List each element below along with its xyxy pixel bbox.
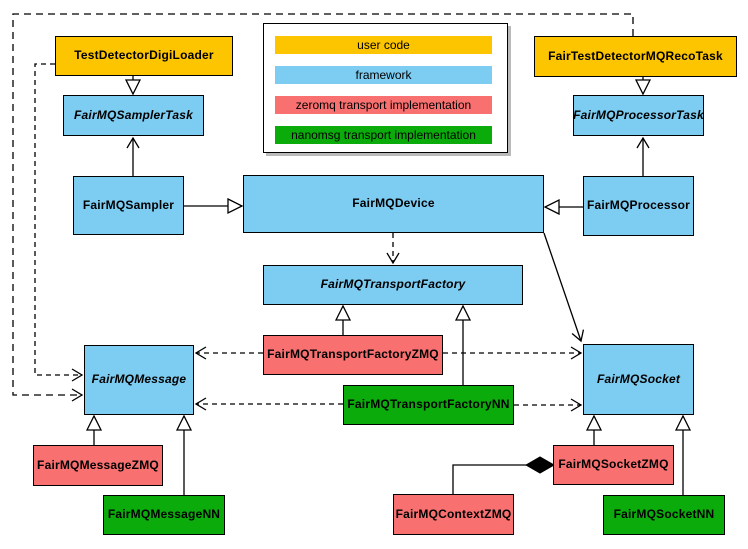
class-fairmqprocessortask: FairMQProcessorTask	[573, 95, 704, 136]
class-fairmqmessagenn: FairMQMessageNN	[103, 495, 225, 535]
edge-device-uses-socket	[543, 232, 585, 343]
class-fairmqmessage: FairMQMessage	[84, 345, 194, 415]
edge-loader-depends-message	[34, 63, 84, 382]
class-testdetectordigiloader: TestDetectorDigiLoader	[55, 36, 233, 76]
legend: user code framework zeromq transport imp…	[263, 23, 508, 153]
class-fairmqdevice: FairMQDevice	[243, 175, 544, 233]
class-fairmqsocket: FairMQSocket	[583, 344, 694, 415]
class-fairmqtransportfactoryzmq: FairMQTransportFactoryZMQ	[263, 335, 443, 375]
legend-item-nanomsg: nanomsg transport implementation	[275, 126, 492, 144]
class-fairmqtransportfactorynn: FairMQTransportFactoryNN	[343, 385, 514, 425]
class-fairmqtransportfactory: FairMQTransportFactory	[263, 265, 523, 305]
class-fairmqsamplertask: FairMQSamplerTask	[63, 95, 204, 136]
legend-item-user-code: user code	[275, 36, 492, 54]
class-fairtestdetectormqrecotask: FairTestDetectorMQRecoTask	[534, 36, 737, 77]
class-fairmqcontextzmq: FairMQContextZMQ	[393, 494, 514, 535]
class-fairmqprocessor: FairMQProcessor	[583, 176, 694, 236]
composition-diamond	[524, 456, 556, 474]
class-fairmqsocketnn: FairMQSocketNN	[603, 495, 725, 535]
class-fairmqmessagezmq: FairMQMessageZMQ	[33, 445, 163, 486]
class-fairmqsampler: FairMQSampler	[73, 176, 184, 235]
class-fairmqsocketzmq: FairMQSocketZMQ	[553, 445, 674, 485]
legend-item-zeromq: zeromq transport implementation	[275, 96, 492, 114]
legend-item-framework: framework	[275, 66, 492, 84]
edge-ctxzmq-partof-sockzmq	[452, 464, 528, 494]
edge-recotask-depends-message	[12, 13, 634, 402]
